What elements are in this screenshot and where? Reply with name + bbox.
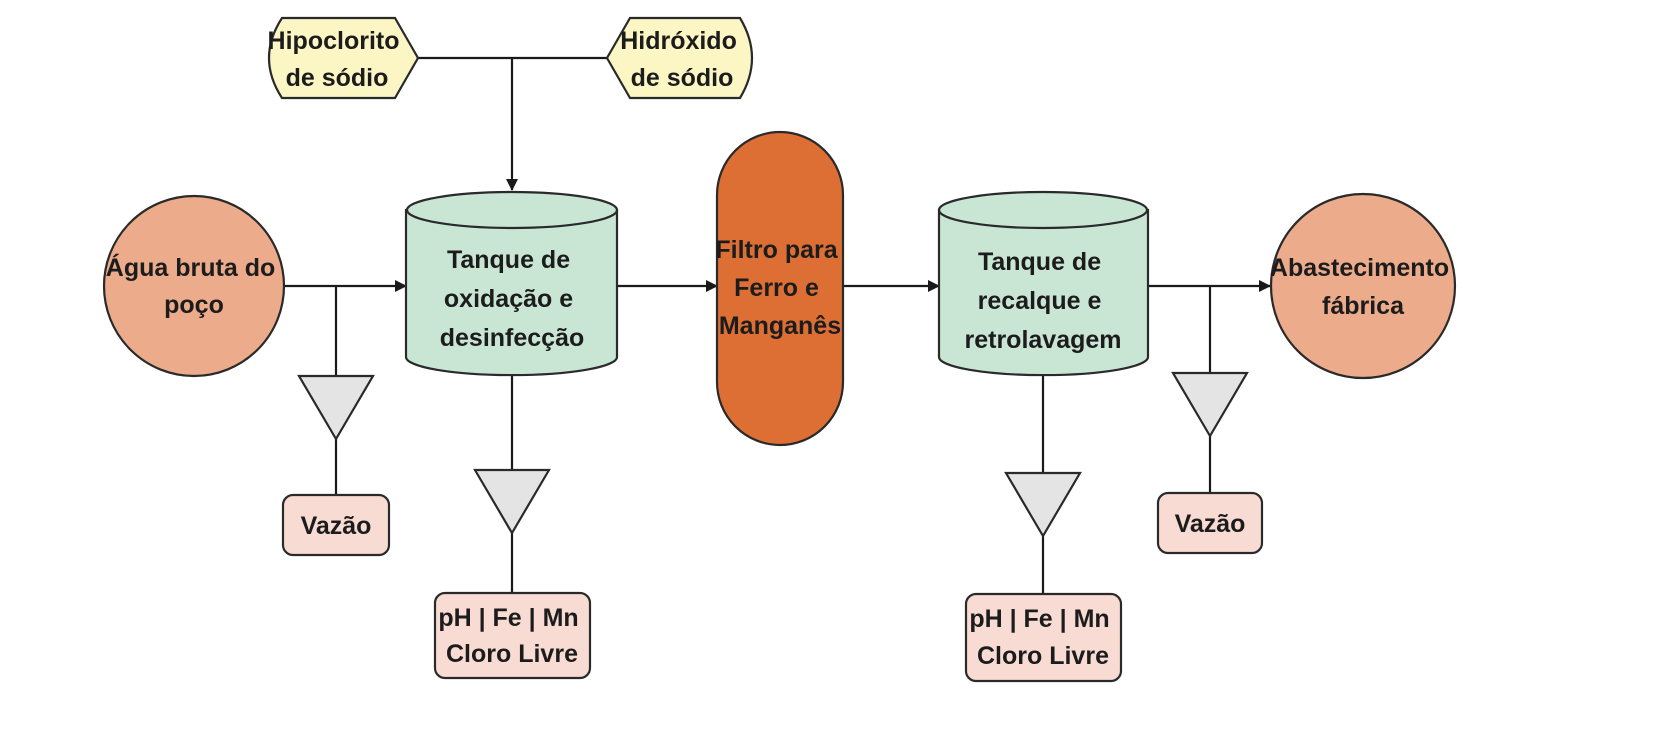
filter-label: Filtro para Ferro e Manganês bbox=[715, 236, 844, 340]
iron-manganese-filter-node: Filtro para Ferro e Manganês bbox=[715, 130, 845, 447]
flow-out-readout: Vazão bbox=[1156, 491, 1264, 555]
flow-out-readout-box bbox=[1156, 491, 1264, 555]
filter-vessel bbox=[715, 130, 845, 447]
tank1-cylinder-top bbox=[405, 190, 619, 230]
tank2-quality-readout: pH | Fe | Mn Cloro Livre bbox=[964, 592, 1123, 683]
hydroxide-label: Hidróxido de sódio bbox=[620, 27, 744, 92]
flow-out-sensor-icon bbox=[1171, 371, 1249, 439]
chemical-shape-hydroxide bbox=[605, 16, 754, 100]
destination-circle bbox=[1269, 192, 1457, 380]
tank2-label: Tanque de recalque e retrolavagem bbox=[964, 248, 1121, 354]
tank2-readout-text: pH | Fe | Mn Cloro Livre bbox=[969, 605, 1116, 670]
source-label: Água bruta do poço bbox=[106, 253, 282, 319]
tank1-label: Tanque de oxidação e desinfecção bbox=[440, 246, 585, 352]
hypochlorite-chemical-node: Hipoclorito de sódio bbox=[267, 16, 420, 100]
hydroxide-chemical-node: Hidróxido de sódio bbox=[605, 16, 754, 100]
tank1-cylinder-body bbox=[404, 208, 619, 377]
factory-supply-node: Abastecimento fábrica bbox=[1269, 192, 1457, 380]
flow-out-readout-text: Vazão bbox=[1175, 510, 1246, 538]
connectors bbox=[283, 56, 1271, 594]
flow-in-readout-text: Vazão bbox=[301, 512, 372, 540]
flow-in-readout: Vazão bbox=[281, 493, 391, 557]
chemical-shape-hypochlorite bbox=[267, 16, 420, 100]
flow-in-readout-box bbox=[281, 493, 391, 557]
tank1-readout-text: pH | Fe | Mn Cloro Livre bbox=[438, 604, 585, 668]
tank1-quality-readout: pH | Fe | Mn Cloro Livre bbox=[433, 591, 592, 680]
raw-water-source-node: Água bruta do poço bbox=[102, 194, 286, 378]
source-circle bbox=[102, 194, 286, 378]
hypochlorite-label: Hipoclorito de sódio bbox=[268, 27, 407, 92]
tank2-cylinder-body bbox=[937, 208, 1150, 377]
tank1-quality-sensor-icon bbox=[473, 468, 551, 536]
tank1-readout-box bbox=[433, 591, 592, 680]
destination-label: Abastecimento fábrica bbox=[1270, 254, 1456, 320]
backwash-tank-node: Tanque de recalque e retrolavagem bbox=[937, 190, 1150, 377]
tank2-cylinder-top bbox=[937, 190, 1149, 230]
tank2-quality-sensor-icon bbox=[1004, 471, 1082, 539]
tank2-readout-box bbox=[964, 592, 1123, 683]
oxidation-tank-node: Tanque de oxidação e desinfecção bbox=[404, 190, 619, 377]
flow-in-sensor-icon bbox=[297, 374, 375, 442]
